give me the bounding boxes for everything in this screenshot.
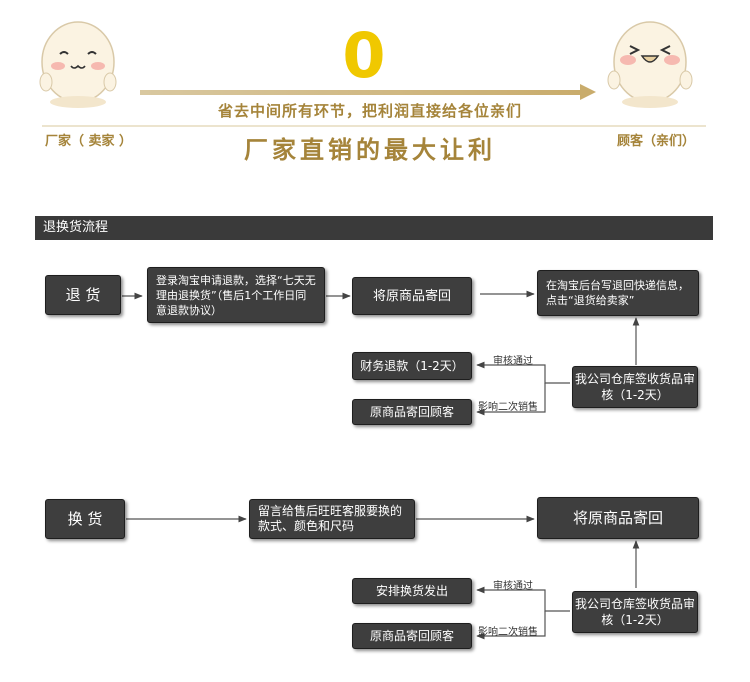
banner-arrow [42,84,706,127]
exchange-warehouse-node: 我公司仓库签收货品审核（1-2天） [572,591,698,633]
banner-headline: 厂家直销的最大让利 [244,136,496,164]
return-fail-label: 影响二次销售 [478,402,538,413]
section-title: 退换货流程 [43,220,109,235]
section-title-bar: 退换货流程 [35,216,713,240]
return-apply-node: 登录淘宝申请退款，选择“七天无理由退换货”（售后1个工作日同意退款协议） [147,267,325,323]
customer-mascot [604,10,694,110]
customer-label: 顾客（亲们） [617,134,696,149]
exchange-ship-back-node: 将原商品寄回 [537,497,699,539]
arrow-exchange-pass [476,586,570,612]
arrow-return-pass [476,361,570,384]
return-warehouse-node: 我公司仓库签收货品审核（1-2天） [572,366,698,408]
arrow-exchange-fail [476,611,546,640]
seller-label: 厂家（ 卖家 ） [45,134,133,149]
exchange-fail-label: 影响二次销售 [478,627,538,638]
return-tracking-node: 在淘宝后台写退回快递信息，点击“退货给卖家” [537,270,699,316]
zero-markup: 0 [342,19,386,92]
seller-mascot-icon [39,21,117,108]
exchange-send-back-node: 原商品寄回顾客 [352,623,472,649]
return-pass-label: 审核通过 [493,356,533,367]
return-ship-back-node: 将原商品寄回 [352,277,472,315]
banner-tagline: 省去中间所有环节，把利润直接给各位亲们 [217,102,522,120]
arrow-return-fail [476,383,546,416]
return-refund-node: 财务退款（1-2天） [352,352,472,380]
customer-mascot-icon [607,21,693,108]
exchange-arrange-node: 安排换货发出 [352,578,472,604]
seller-mascot [38,10,122,110]
exchange-start-node: 换 货 [45,499,125,539]
exchange-message-node: 留言给售后旺旺客服要换的款式、颜色和尺码 [249,499,415,539]
return-send-back-node: 原商品寄回顾客 [352,399,472,425]
return-start-node: 退 货 [45,275,121,315]
exchange-pass-label: 审核通过 [493,581,533,592]
